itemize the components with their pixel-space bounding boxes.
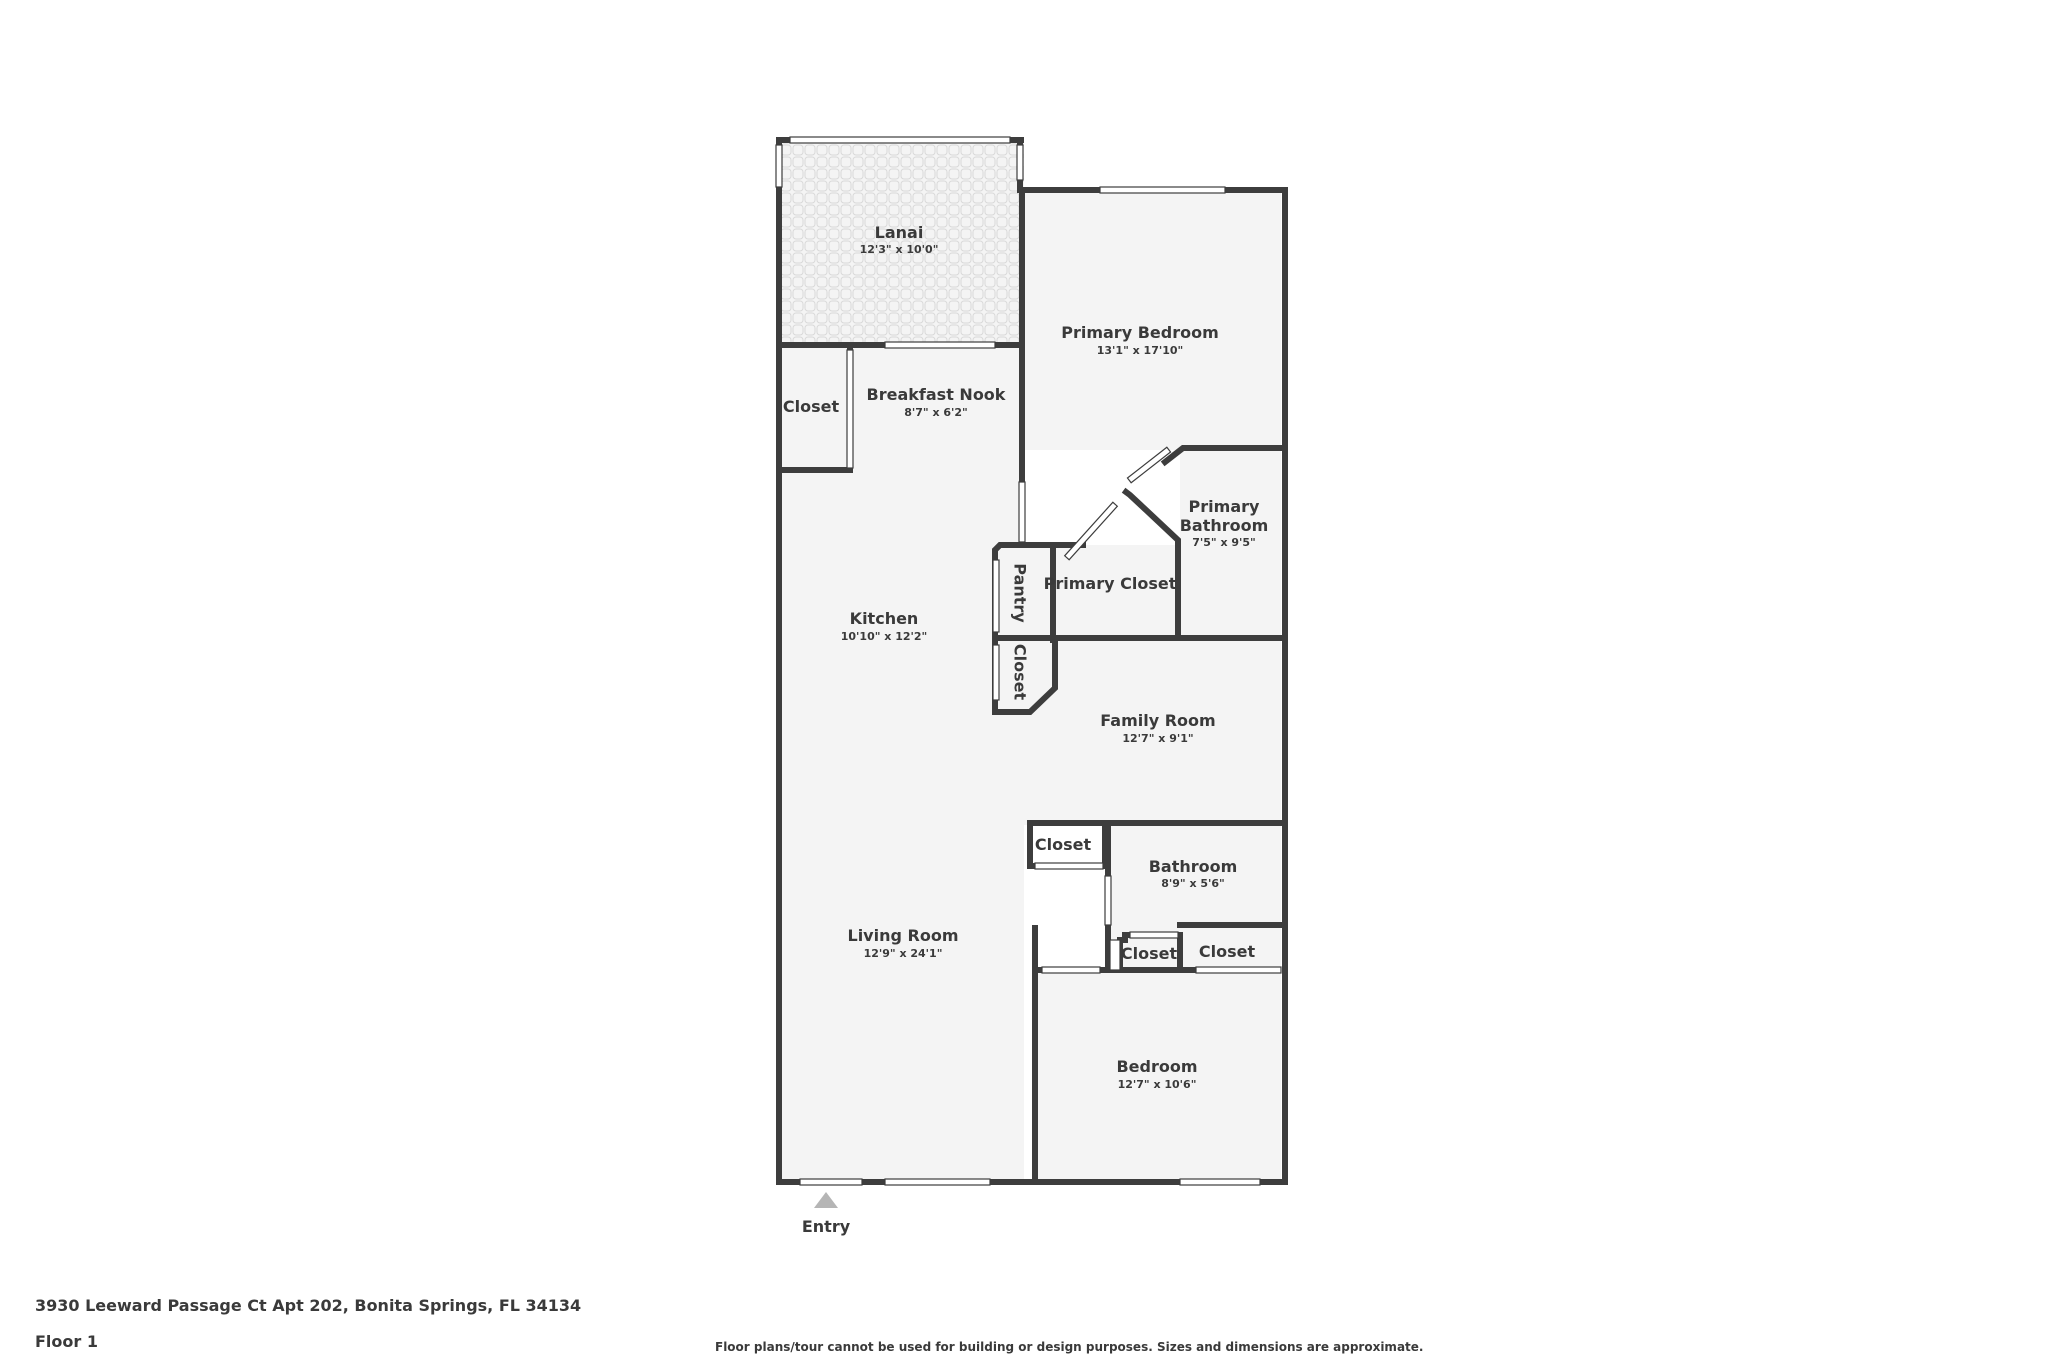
nook-opening [884,341,996,349]
hall-closet-door [992,644,1000,701]
window-lanai-top [789,136,1011,144]
primary-closet-door [1063,501,1119,561]
property-address: 3930 Leeward Passage Ct Apt 202, Bonita … [35,1296,582,1315]
closet-bath-door [1034,862,1104,870]
primary-bedroom-floor [1024,190,1281,450]
living-room-name: Living Room [848,926,959,945]
entry-label: Entry [802,1217,851,1236]
bathroom-name: Bathroom [1149,857,1238,876]
closet-hall-name: Closet [1011,644,1030,701]
family-room-dims: 12'7" x 9'1" [1122,732,1193,745]
primary-bathroom-name-1: Primary [1189,497,1260,516]
bedroom-name: Bedroom [1116,1057,1197,1076]
window-lanai-left [775,144,783,188]
main-floor [782,345,1024,1180]
breakfast-nook-name: Breakfast Nook [867,385,1006,404]
pantry-name: Pantry [1011,563,1030,623]
room-labels: Lanai 12'3" x 10'0" Primary Bedroom 13'1… [783,223,1268,1091]
bedroom-floor [1035,970,1281,1180]
lanai-name: Lanai [875,223,924,242]
closet-small-name: Closet [1121,944,1178,963]
family-room-name: Family Room [1100,711,1215,730]
bathroom-dims: 8'9" x 5'6" [1161,877,1225,890]
primary-bath-door [1126,446,1172,484]
window-bedroom [1179,1178,1261,1186]
floor-label: Floor 1 [35,1332,98,1351]
bedroom-closet-door [1195,966,1282,974]
pantry-door [992,559,1000,633]
kitchen-opening [1018,481,1026,543]
primary-bathroom-name-2: Bathroom [1180,516,1269,535]
closet-nook-name: Closet [783,397,840,416]
closet-door [846,349,854,469]
small-closet-door [1129,931,1179,939]
bedroom-door [1041,966,1101,974]
primary-closet-name: Primary Closet [1044,574,1177,593]
kitchen-dims: 10'10" x 12'2" [841,630,928,643]
kitchen-name: Kitchen [850,609,919,628]
bathroom-door [1104,875,1112,926]
window-primary-bedroom [1099,186,1226,194]
breakfast-nook-dims: 8'7" x 6'2" [904,406,968,419]
entry-door [799,1178,863,1186]
disclaimer-text: Floor plans/tour cannot be used for buil… [715,1340,1424,1354]
closet-bath-name: Closet [1035,835,1092,854]
primary-bedroom-name: Primary Bedroom [1061,323,1219,342]
window-living [884,1178,991,1186]
lanai-dims: 12'3" x 10'0" [860,243,939,256]
bedroom-dims: 12'7" x 10'6" [1118,1078,1197,1091]
floor-areas [782,140,1281,1180]
primary-bedroom-dims: 13'1" x 17'10" [1097,344,1184,357]
windows [775,136,1282,1186]
small-closet-inner [1109,939,1121,971]
walls [776,137,1288,1185]
entry-arrow-icon [814,1192,838,1208]
window-lanai-right [1016,144,1024,181]
living-room-dims: 12'9" x 24'1" [864,947,943,960]
primary-bathroom-dims: 7'5" x 9'5" [1192,536,1256,549]
family-room-floor [1024,545,1281,825]
closet-bed-name: Closet [1199,942,1256,961]
bathroom-floor [1110,825,1281,970]
lanai-floor [782,140,1024,345]
